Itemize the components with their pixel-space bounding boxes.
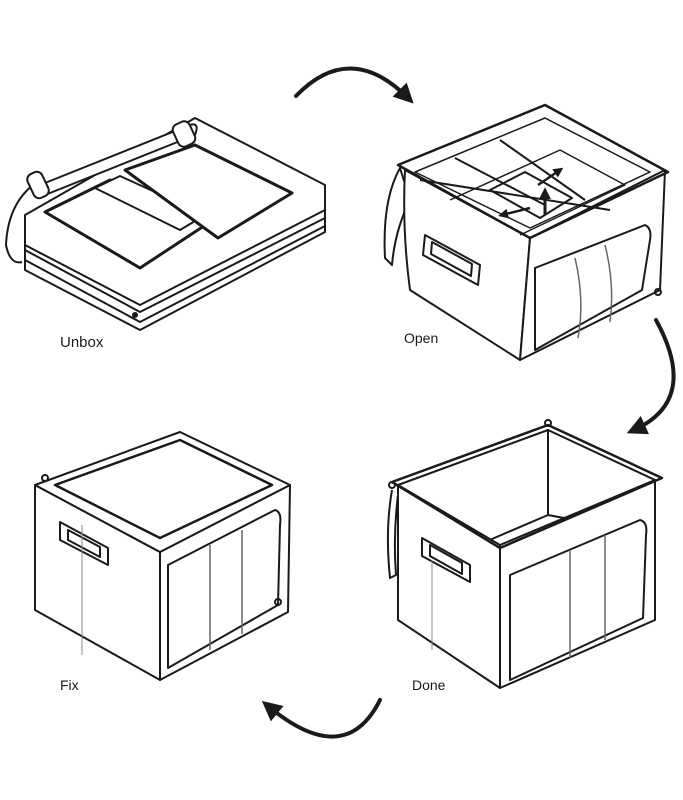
folded-box-illustration (5, 117, 326, 331)
step-label-open: Open (404, 330, 439, 346)
step-label-fix: Fix (60, 677, 79, 693)
curved-arrow-icon (261, 698, 382, 739)
arrow-right-icon (537, 167, 564, 187)
step-label-done: Done (412, 677, 446, 693)
flow-arrows (261, 66, 676, 739)
closed-box-illustration (34, 431, 291, 681)
curved-arrow-icon (626, 318, 676, 435)
curved-arrow-icon (294, 66, 414, 104)
step-label-unbox: Unbox (60, 334, 104, 351)
opening-box-illustration (383, 103, 670, 361)
arrow-left-icon (498, 206, 531, 219)
open-box-illustration (386, 419, 664, 689)
